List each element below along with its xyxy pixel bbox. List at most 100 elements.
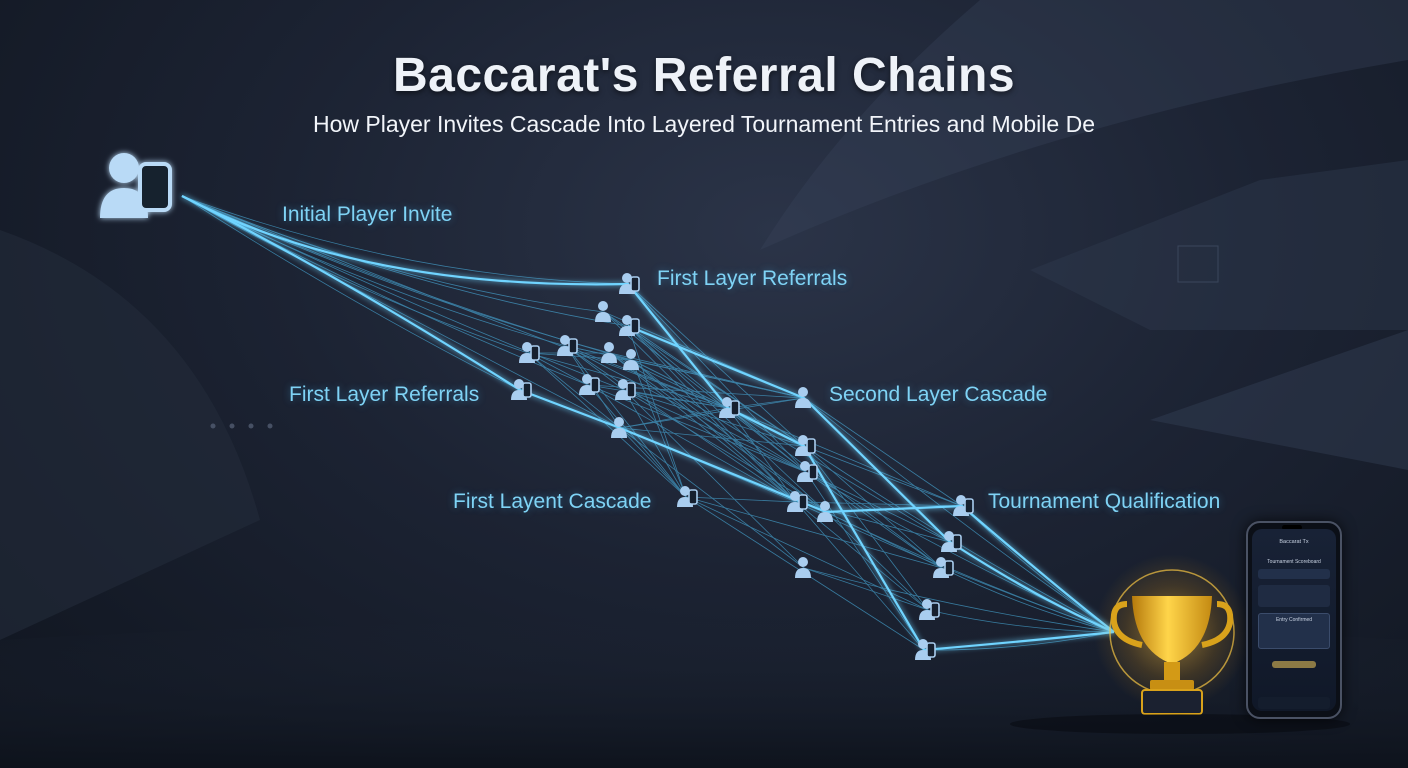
cascade-link [623, 389, 807, 473]
user-with-phone-icon [557, 335, 578, 356]
phone-card-top [1258, 569, 1330, 579]
trophy-link [923, 631, 1115, 651]
user-icon [601, 342, 617, 363]
page-title: Baccarat's Referral Chains [392, 49, 1016, 102]
user-with-phone-icon [953, 495, 974, 516]
phone-entry-card [1258, 613, 1330, 649]
origin-link [181, 195, 625, 391]
label-initial-invite: Initial Player Invite [282, 203, 453, 226]
origin-link [181, 195, 629, 285]
cascade-link [603, 311, 797, 503]
cascade-link [609, 352, 807, 473]
phone-screen: Baccarat Tx Tournament Scoreboard Entry … [1252, 529, 1336, 711]
user-with-phone-icon [677, 486, 698, 507]
cascade-link [631, 359, 827, 513]
cascade-link [805, 471, 951, 543]
cascade-link [527, 352, 729, 409]
referral-nodes [511, 273, 974, 660]
cascade-link [619, 397, 805, 429]
trophy-icon [1094, 554, 1250, 715]
label-first-layer-top: First Layer Referrals [657, 267, 848, 290]
page-subtitle: How Player Invites Cascade Into Layered … [313, 111, 1095, 137]
cascade-link [631, 359, 805, 399]
cascade-link [685, 496, 797, 503]
cascade-link [685, 496, 929, 611]
cascade-link [727, 397, 805, 409]
cascade-link [619, 427, 805, 447]
phone-notch [1282, 525, 1302, 530]
cascade-link [623, 389, 805, 447]
user-icon [795, 387, 811, 408]
trophy-link [941, 567, 1115, 633]
origin-link [181, 195, 621, 429]
label-first-layent: First Layent Cascade [453, 490, 652, 513]
trophy-link [803, 397, 1115, 633]
user-with-phone-icon [915, 639, 936, 660]
origin-link [181, 195, 529, 354]
origin-player-icon [100, 153, 172, 218]
phone-header: Baccarat Tx [1279, 539, 1309, 545]
cascade-link [565, 345, 729, 409]
cascade-link [727, 407, 797, 503]
origin-link [181, 195, 521, 391]
trophy-link [927, 609, 1115, 633]
user-icon [623, 349, 639, 370]
user-with-phone-icon [919, 599, 940, 620]
phone-avatar-card [1258, 585, 1330, 607]
main-path [181, 195, 1115, 633]
user-icon [817, 501, 833, 522]
phone-entry: Entry Confirmed [1275, 617, 1313, 623]
user-with-phone-icon [719, 397, 740, 418]
cascade-link [565, 345, 687, 498]
label-first-layer-left: First Layer Referrals [289, 383, 480, 406]
user-with-phone-icon [615, 379, 636, 400]
cascade-link [727, 407, 943, 569]
cascade-link [825, 511, 929, 611]
cascade-link [803, 567, 929, 611]
trophy-link [803, 567, 1115, 633]
floor-shadow [1010, 714, 1350, 734]
cascade-link [685, 496, 943, 569]
cascade-link [803, 445, 943, 569]
cascade-link [803, 397, 963, 507]
cascade-link [627, 325, 805, 447]
cascade-link [619, 427, 687, 498]
cascade-link [623, 389, 805, 569]
user-icon [611, 417, 627, 438]
origin-link [181, 195, 729, 409]
label-second-layer: Second Layer Cascade [829, 383, 1048, 406]
user-icon [795, 557, 811, 578]
cascade-link [727, 407, 963, 507]
cascade-link [727, 407, 951, 543]
user-icon [595, 301, 611, 322]
user-with-phone-icon [787, 491, 808, 512]
cascade-link [587, 384, 797, 503]
user-with-phone-icon [795, 435, 816, 456]
cascade-link [627, 325, 827, 513]
cascade-link [631, 359, 687, 498]
main-path [181, 195, 1115, 652]
cascade-link [627, 325, 687, 498]
user-with-phone-icon [579, 374, 600, 395]
cascade-link [627, 325, 797, 503]
trophy-link [825, 511, 1115, 633]
user-with-phone-icon [933, 557, 954, 578]
trophy-link [795, 501, 1115, 633]
cascade-link [527, 352, 687, 498]
cascade-link [609, 352, 797, 503]
cascade-link [627, 283, 805, 447]
user-with-phone-icon [619, 315, 640, 336]
cascade-link [627, 325, 729, 409]
cascade-link [727, 407, 807, 473]
cascade-link [623, 389, 827, 513]
main-path [627, 324, 1115, 634]
cascade-connections [181, 195, 1115, 651]
user-with-phone-icon [619, 273, 640, 294]
cascade-link [623, 389, 729, 409]
phone-tabbar [1258, 697, 1330, 709]
user-with-phone-icon [797, 461, 818, 482]
cascade-link [623, 389, 687, 498]
user-with-phone-icon [941, 531, 962, 552]
